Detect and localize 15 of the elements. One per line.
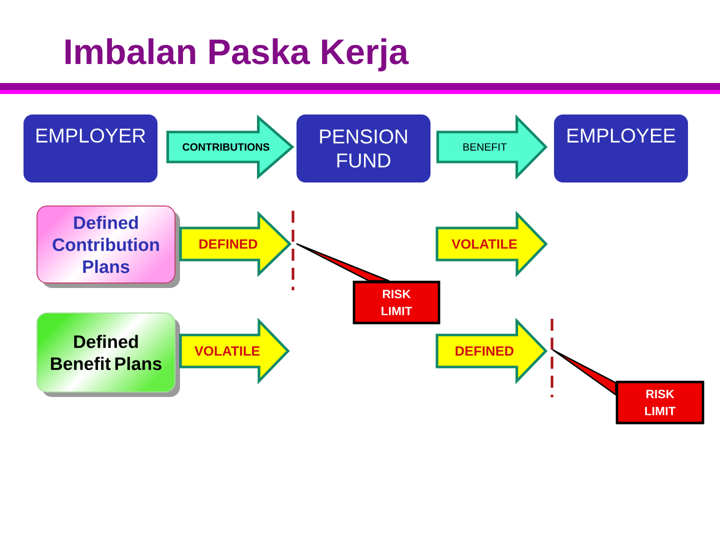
callout-box: RISK LIMIT <box>616 380 704 424</box>
leader-line <box>552 349 616 396</box>
edge-label: DEFINED <box>198 238 259 250</box>
title: Imbalan Paska Kerja <box>66 38 409 72</box>
process-box: EMPLOYER <box>24 114 158 182</box>
dashed-line <box>550 318 554 398</box>
block-arrow <box>436 114 548 180</box>
process-box: EMPLOYEE <box>554 114 688 182</box>
process-box: PENSION FUND <box>296 114 430 182</box>
edge-label: VOLATILE <box>193 345 262 357</box>
plan-box: Defined Contribution Plans <box>36 206 180 288</box>
leader-line <box>296 243 390 282</box>
callout-box: RISK LIMIT <box>352 280 440 324</box>
plan-box: Defined Benefit Plans <box>36 312 180 397</box>
dashed-line <box>292 210 294 290</box>
